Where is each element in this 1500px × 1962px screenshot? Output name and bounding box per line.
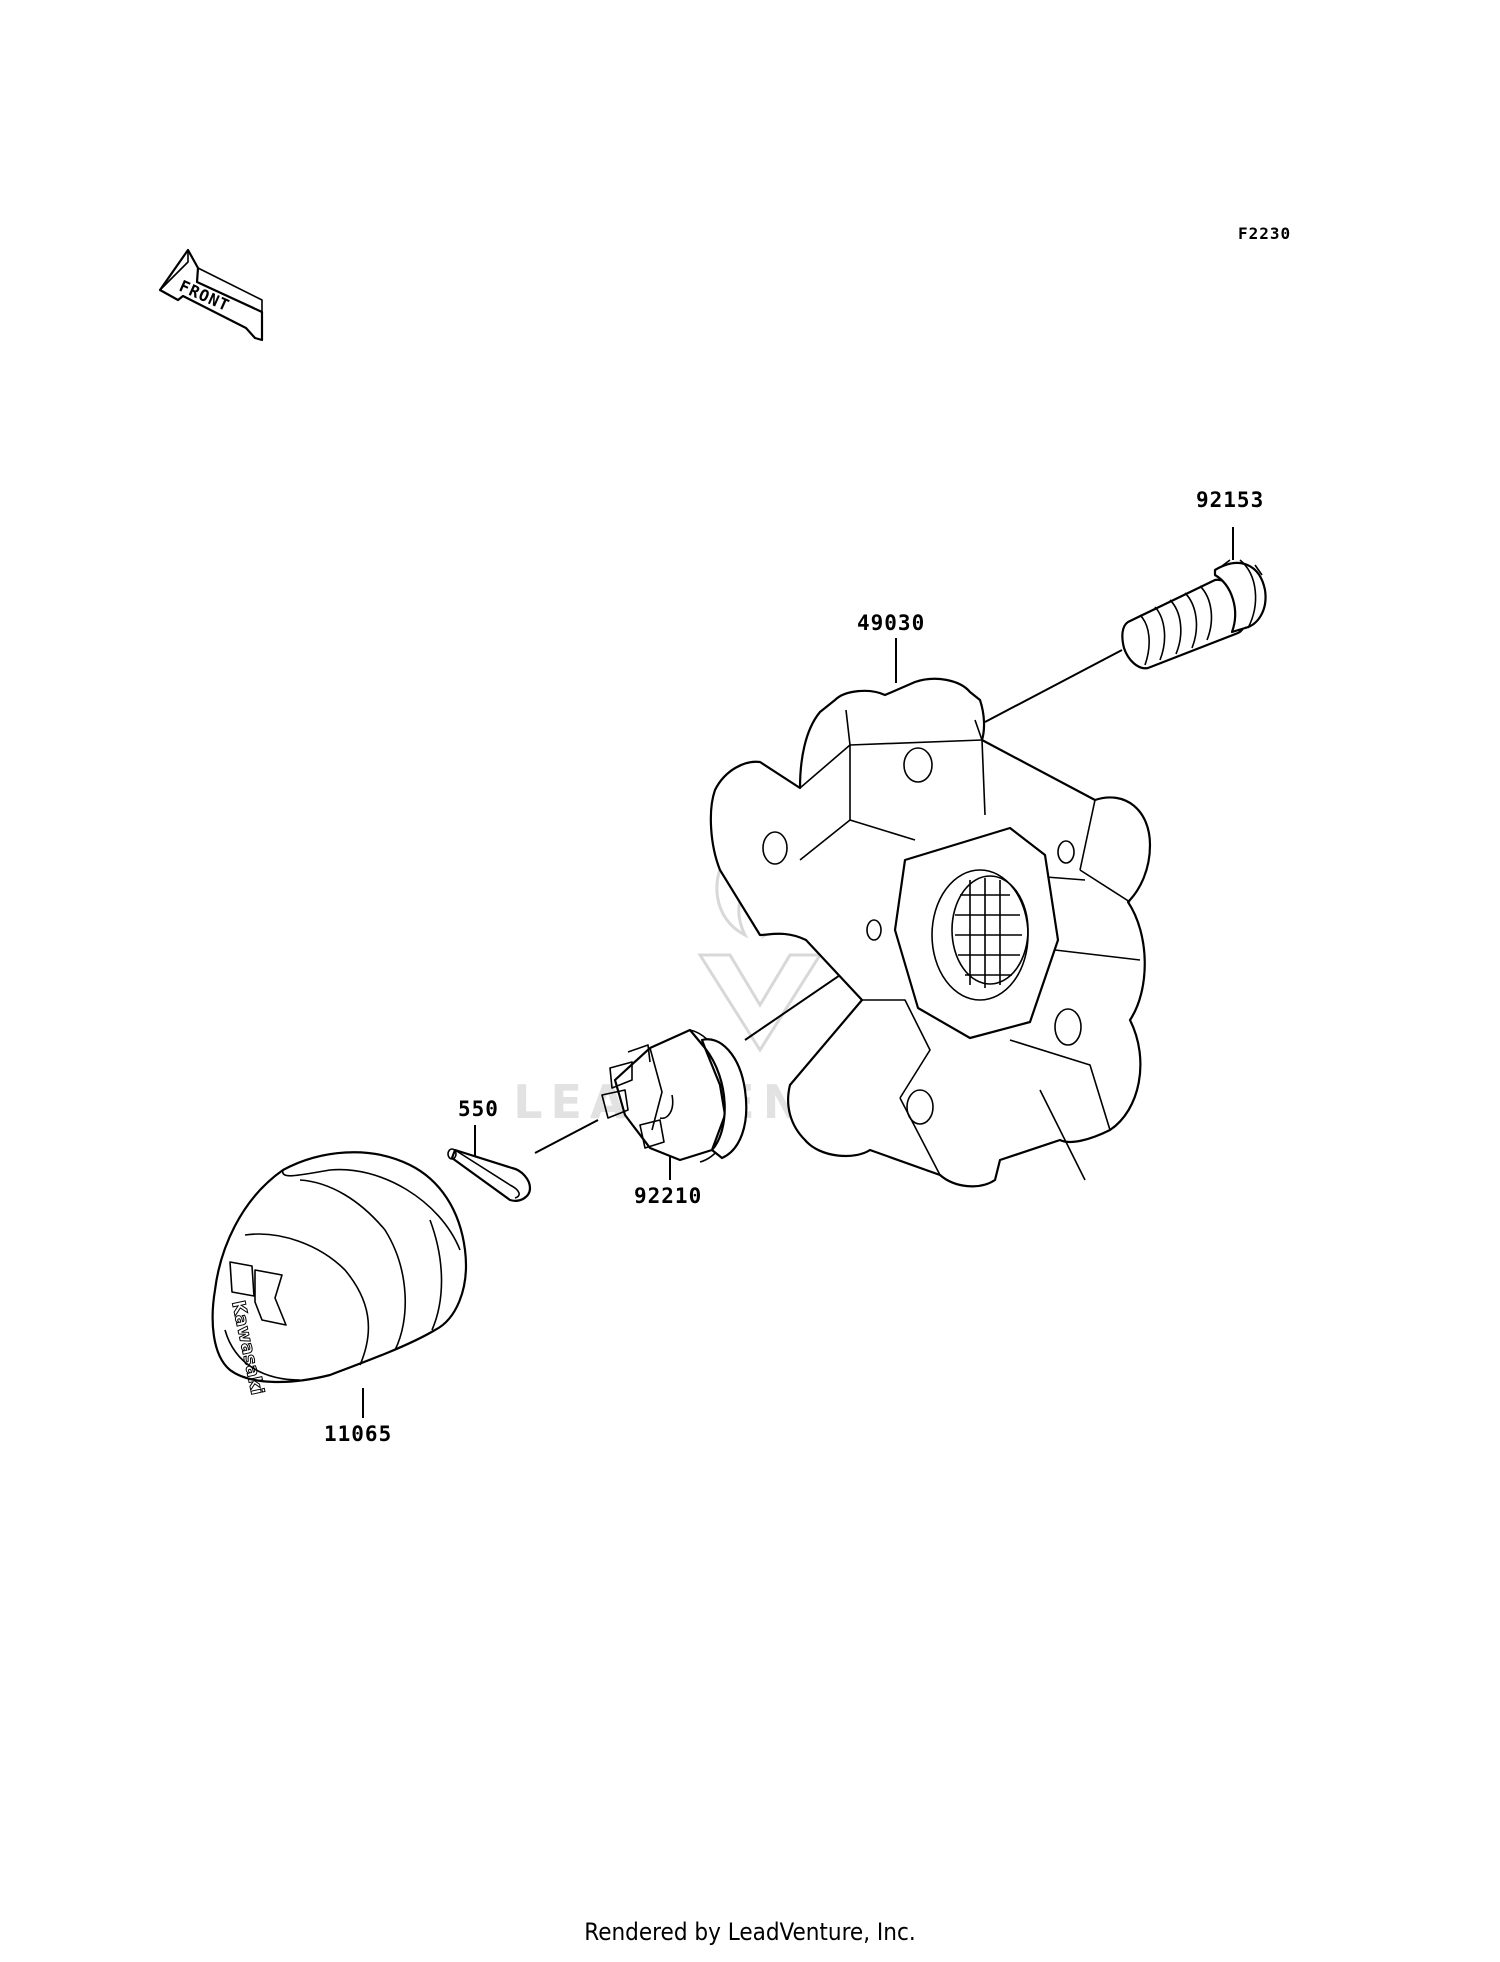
castle-nut: [601, 1028, 748, 1163]
cotter-pin: [447, 1148, 532, 1202]
part-label-92210: 92210: [634, 1184, 702, 1208]
front-arrow-icon: FRONT: [158, 248, 264, 342]
part-label-550: 550: [458, 1097, 499, 1121]
part-label-49030: 49030: [857, 611, 925, 635]
hub-cap: Kawasaki: [211, 1151, 468, 1397]
part-label-11065: 11065: [324, 1422, 392, 1446]
stud-bolt: [1121, 559, 1267, 670]
part-label-92153: 92153: [1196, 488, 1264, 512]
wheel-hub: [709, 677, 1152, 1188]
figure-code: F2230: [1238, 224, 1291, 243]
footer-credit: Rendered by LeadVenture, Inc.: [584, 1918, 915, 1946]
front-arrow-label: FRONT: [176, 276, 232, 315]
